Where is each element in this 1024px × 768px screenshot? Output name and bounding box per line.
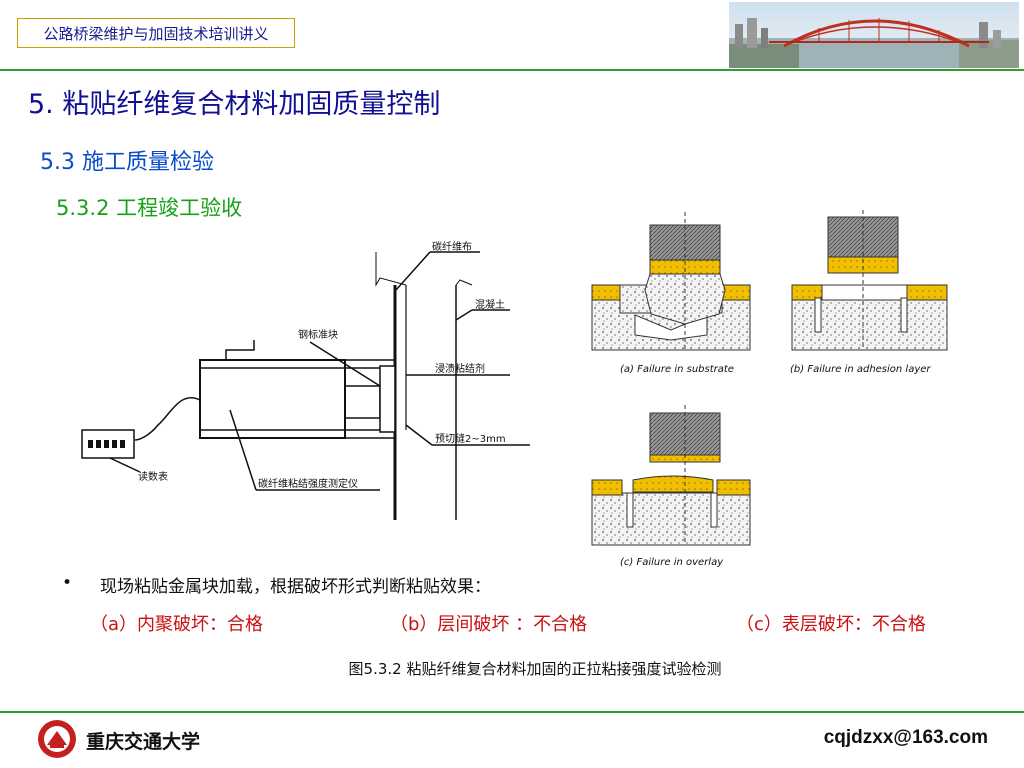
bond-tester-diagram: 碳纤维布 混凝土 钢标准块 浸渍粘结剂 预切缝2~3mm 读数表 碳纤维粘结强度…: [81, 240, 530, 520]
label-adhesive: 浸渍粘结剂: [435, 362, 485, 375]
figure-caption: 图5.3.2 粘贴纤维复合材料加固的正拉粘接强度试验检测: [348, 660, 722, 678]
course-title: 公路桥梁维护与加固技术培训讲义: [43, 24, 269, 43]
caption-b: (b) Failure in adhesion layer: [790, 364, 931, 375]
bullet-marker: •: [62, 573, 73, 593]
label-readout: 读数表: [138, 470, 168, 483]
slide-title: 5. 粘贴纤维复合材料加固质量控制: [28, 89, 441, 120]
contact-email[interactable]: cqjdzxx@163.com: [823, 727, 988, 748]
university-seal-icon: [38, 720, 76, 758]
label-cfrp: 碳纤维布: [432, 240, 472, 253]
label-precut: 预切缝2~3mm: [435, 432, 506, 445]
section-heading: 5.3 施工质量检验: [40, 150, 214, 175]
failure-modes-diagram: (a) Failure in substrate (b) Failure in …: [591, 210, 948, 568]
label-concrete: 混凝土: [475, 298, 505, 311]
header-rule: [0, 69, 1024, 71]
subsection-heading: 5.3.2 工程竣工验收: [56, 196, 243, 220]
label-steel-block: 钢标准块: [298, 328, 338, 341]
course-title-box: 公路桥梁维护与加固技术培训讲义: [17, 18, 295, 48]
bullet-text: 现场粘贴金属块加载，根据破坏形式判断粘贴效果：: [100, 577, 491, 597]
result-c: （c）表层破坏：不合格: [736, 614, 926, 635]
result-a: （a）内聚破坏：合格: [90, 614, 264, 635]
caption-a: (a) Failure in substrate: [620, 364, 734, 375]
university-name: 重庆交通大学: [86, 731, 201, 753]
result-b: （b）层间破坏 ：不合格: [390, 614, 588, 635]
bridge-banner-image: [729, 2, 1019, 68]
caption-c: (c) Failure in overlay: [620, 557, 724, 568]
footer-rule: [0, 711, 1024, 713]
label-tester: 碳纤维粘结强度测定仪: [258, 477, 358, 490]
